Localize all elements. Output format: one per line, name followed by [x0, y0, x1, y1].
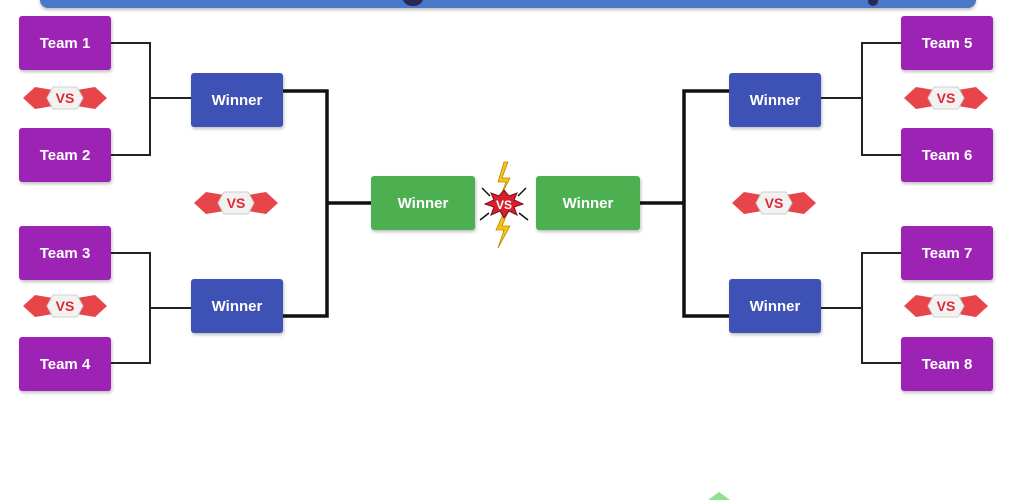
semifinal-winner-box: Winner [191, 279, 283, 333]
team-box: Team 4 [19, 337, 111, 391]
vs-badge-icon [732, 191, 816, 215]
vs-badge-icon [23, 86, 107, 110]
vs-label: VS [764, 195, 784, 211]
team-box: Team 6 [901, 128, 993, 182]
connector-line [640, 89, 729, 318]
connector-line [111, 42, 192, 156]
vs-label: VS [55, 298, 75, 314]
decorative-green-chevron-icon [708, 492, 730, 500]
team-box: Team 5 [901, 16, 993, 70]
vs-label: VS [55, 90, 75, 106]
lightning-vs-icon [479, 161, 529, 249]
team-box: Team 1 [19, 16, 111, 70]
vs-label: VS [226, 195, 246, 211]
vs-badge: VS [194, 189, 278, 217]
team-box: Team 8 [901, 337, 993, 391]
vs-label: VS [936, 90, 956, 106]
connector-line [820, 252, 901, 364]
connector-line [111, 252, 192, 364]
vs-badge: VS [23, 292, 107, 320]
vs-badge: VS [904, 84, 988, 112]
vs-badge-icon [194, 191, 278, 215]
banner-ornament [402, 0, 424, 6]
header-banner [40, 0, 976, 8]
semifinal-winner-box: Winner [729, 279, 821, 333]
vs-badge-icon [904, 86, 988, 110]
vs-badge-icon [23, 294, 107, 318]
team-box: Team 2 [19, 128, 111, 182]
finalist-box: Winner [371, 176, 475, 230]
vs-label: VS [936, 298, 956, 314]
vs-badge: VS [904, 292, 988, 320]
vs-badge: VS [23, 84, 107, 112]
connector-line [820, 42, 901, 156]
vs-badge-icon [904, 294, 988, 318]
final-vs-label: VS [495, 198, 512, 212]
vs-badge: VS [732, 189, 816, 217]
team-box: Team 7 [901, 226, 993, 280]
semifinal-winner-box: Winner [191, 73, 283, 127]
connector-line [283, 89, 371, 318]
semifinal-winner-box: Winner [729, 73, 821, 127]
finalist-box: Winner [536, 176, 640, 230]
team-box: Team 3 [19, 226, 111, 280]
final-vs-burst: VS [474, 160, 534, 250]
banner-ornament [868, 0, 878, 6]
